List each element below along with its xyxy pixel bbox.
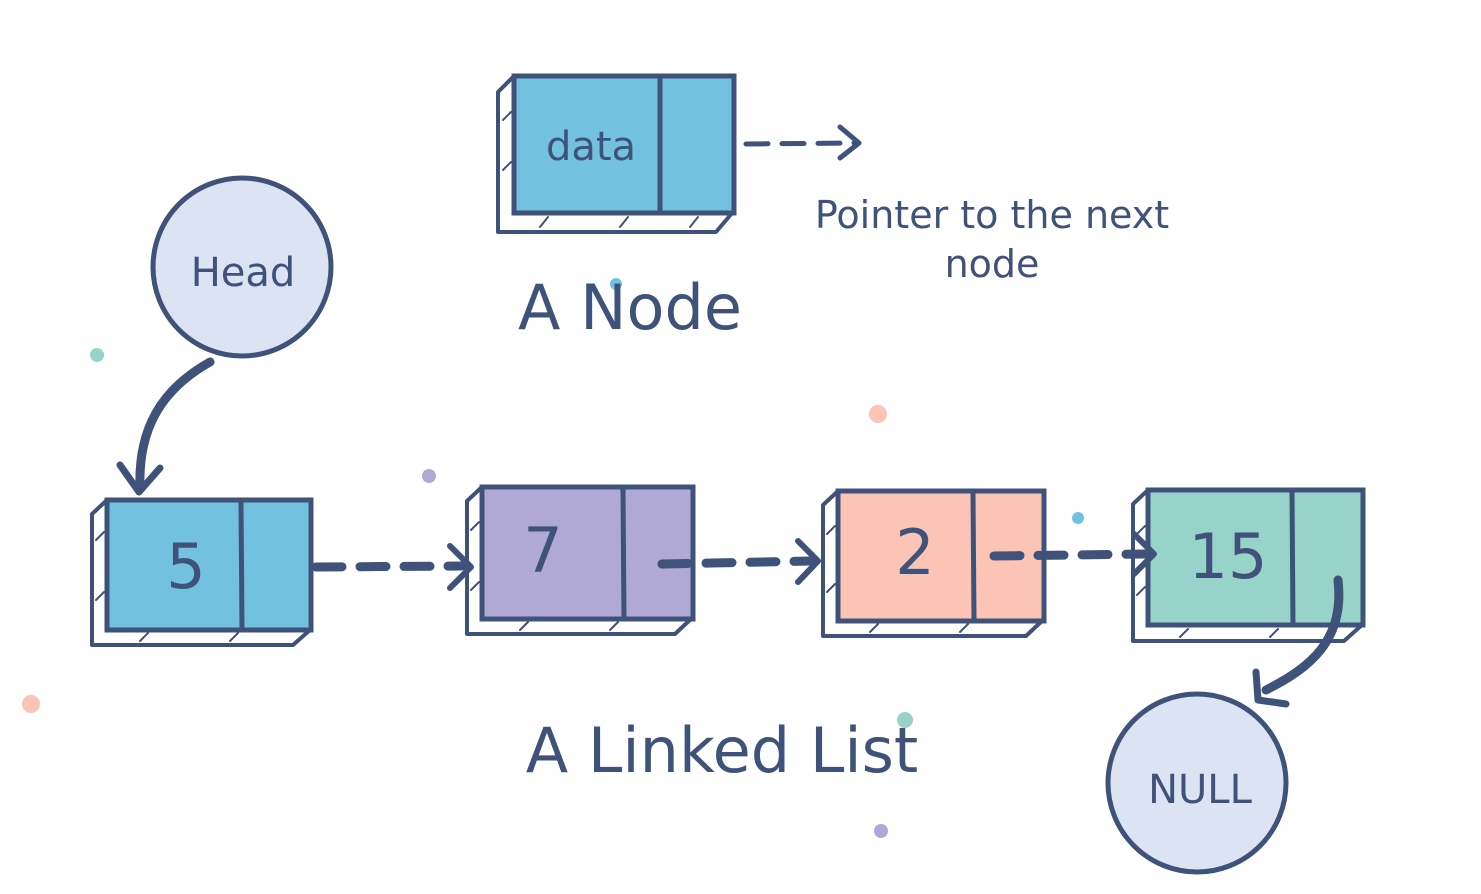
dot	[874, 824, 888, 838]
pointer-label-line1: Pointer to the next	[815, 193, 1169, 237]
dot	[610, 278, 622, 290]
legend-node-box	[511, 73, 737, 216]
node-value: 5	[166, 530, 205, 603]
list-node: 5	[90, 497, 314, 647]
node-value: 15	[1189, 520, 1268, 593]
next-pointer-arrow	[657, 556, 815, 569]
node-caption: A Node	[518, 271, 742, 344]
dot	[1072, 512, 1084, 524]
node-value: 7	[523, 514, 562, 587]
pointer-label-line2: node	[945, 242, 1040, 286]
dot	[90, 348, 104, 362]
list-node: 7	[465, 484, 696, 636]
list-node: 15	[1131, 487, 1366, 643]
head-circle	[150, 175, 334, 359]
node-box	[479, 484, 696, 622]
dot	[869, 405, 887, 423]
null-pointer-arrow	[1261, 575, 1344, 695]
linked-list-caption: A Linked List	[526, 714, 918, 787]
dot	[897, 712, 913, 728]
next-pointer-arrow	[311, 561, 467, 572]
next-pointer-arrow	[989, 549, 1151, 561]
dot	[422, 469, 436, 483]
legend-node: data Pointer to the next node A Node	[496, 73, 1169, 344]
node-box	[1145, 487, 1366, 628]
head-node: Head	[116, 175, 334, 496]
legend-data-label: data	[546, 124, 636, 170]
decorative-dots	[22, 278, 1084, 838]
node-box	[104, 497, 314, 633]
null-circle	[1105, 691, 1289, 875]
null-node: NULL	[1105, 691, 1289, 875]
head-label: Head	[191, 250, 296, 296]
node-value: 2	[895, 516, 934, 589]
legend-pointer-arrow	[743, 140, 859, 147]
null-label: NULL	[1148, 767, 1252, 813]
dot	[22, 695, 40, 713]
next-pointer-arrows	[311, 531, 1344, 708]
head-arrow	[135, 357, 215, 493]
list-node: 2	[821, 488, 1047, 638]
